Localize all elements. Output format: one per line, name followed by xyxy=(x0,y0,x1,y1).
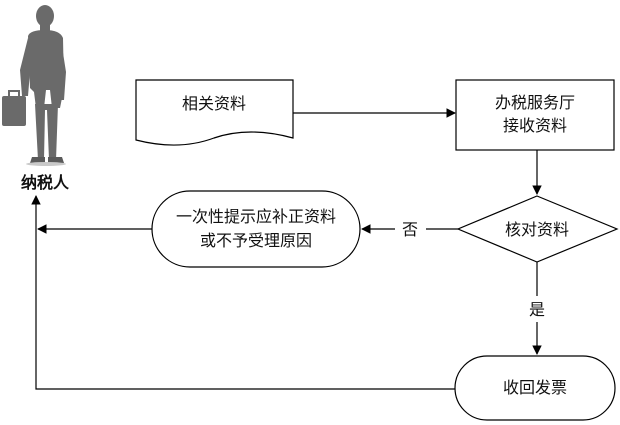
hall-rect xyxy=(455,79,615,151)
no-label: 否 xyxy=(402,220,418,239)
recover-label: 收回发票 xyxy=(503,378,567,397)
document-shape xyxy=(135,79,294,146)
document-label: 相关资料 xyxy=(182,94,246,113)
recover-terminator xyxy=(454,355,616,421)
edge-recover-to-actor xyxy=(31,195,455,390)
businessman-icon xyxy=(2,5,66,166)
reject-label-line1: 一次性提示应补正资料 xyxy=(176,207,336,226)
check-label: 核对资料 xyxy=(505,220,569,239)
yes-label: 是 xyxy=(529,300,545,319)
reject-terminator xyxy=(151,190,361,268)
reject-label-line2: 或不予受理原因 xyxy=(200,231,312,250)
hall-label-line2: 接收资料 xyxy=(503,116,567,135)
hall-label-line1: 办税服务厅 xyxy=(495,93,575,112)
actor-label: 纳税人 xyxy=(21,173,70,192)
